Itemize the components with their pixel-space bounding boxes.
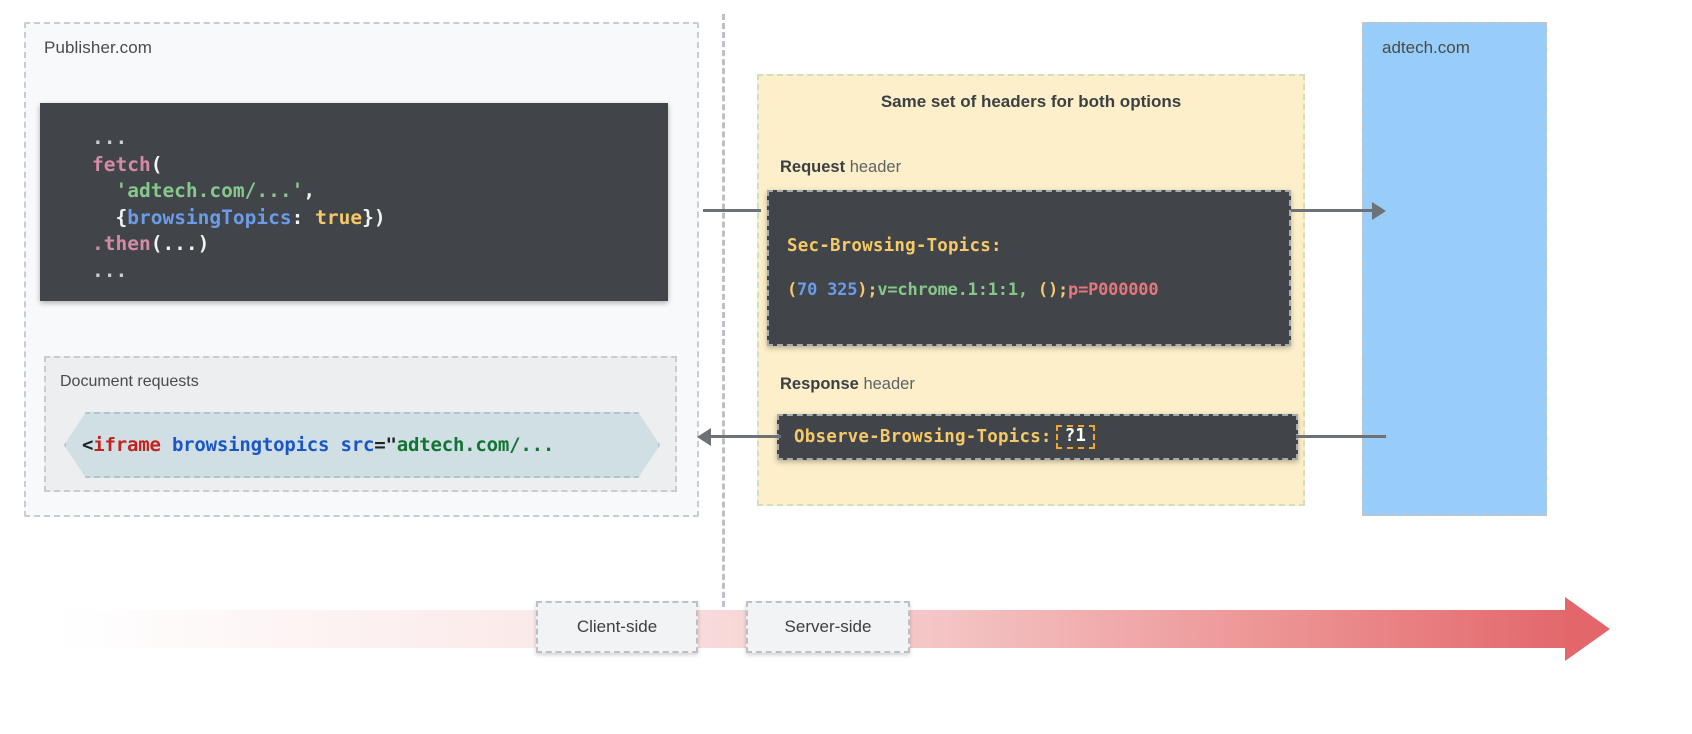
code-comma: , <box>303 179 316 202</box>
iframe-lt: < <box>82 434 94 456</box>
headers-panel-title: Same set of headers for both options <box>880 92 1182 111</box>
iframe-tag: iframe <box>93 434 161 456</box>
value-close-paren: ) <box>857 280 868 300</box>
code-then-keyword: .then <box>92 232 151 255</box>
value-semicolon-1: ; <box>867 280 878 300</box>
iframe-src-attr: src <box>340 434 375 456</box>
value-version: v=chrome.1:1:1, <box>877 280 1028 300</box>
code-option-value: true <box>315 205 363 229</box>
fetch-code-text: ... fetch( 'adtech.com/...', {browsingTo… <box>40 103 668 284</box>
code-fetch-keyword: fetch <box>92 152 151 176</box>
iframe-chip-shape <box>64 412 660 478</box>
response-header-label-bold: Response <box>780 375 859 393</box>
sec-browsing-topics-name: Sec-Browsing-Topics: <box>787 236 1002 256</box>
code-option-key: browsingTopics <box>127 205 292 229</box>
sec-browsing-topics-value: (70 325);v=chrome.1:1:1, ();p=P000000 <box>787 280 1159 300</box>
code-colon: : <box>291 205 304 229</box>
iframe-browsingtopics-attr: browsingtopics <box>171 434 330 456</box>
code-object-open: { <box>115 205 128 229</box>
observe-browsing-topics-line: Observe-Browsing-Topics:?1 <box>794 416 1096 458</box>
arrow-request-header-to-adtech-head-icon <box>1372 202 1386 220</box>
arrow-adtech-to-response-header <box>1296 435 1386 438</box>
value-topic-ids: 70 325 <box>797 280 858 300</box>
server-side-label: Server-side <box>784 617 872 636</box>
code-dots-bottom: ... <box>92 258 128 282</box>
adtech-panel-label: adtech.com <box>1382 38 1470 57</box>
client-side-chip: Client-side <box>536 601 698 653</box>
arrow-publisher-to-request-header <box>703 209 761 212</box>
value-empty-parens: () <box>1027 280 1058 300</box>
code-open-paren: ( <box>150 152 163 176</box>
server-side-chip: Server-side <box>746 601 910 653</box>
arrow-request-header-to-adtech-line <box>1291 209 1381 212</box>
code-dots-top: ... <box>92 126 128 149</box>
adtech-panel <box>1362 22 1547 516</box>
publisher-panel-label: Publisher.com <box>44 38 153 57</box>
request-header-label-rest: header <box>845 158 902 176</box>
request-header-label-bold: Request <box>780 158 846 176</box>
arrow-response-to-publisher-head-icon <box>697 428 711 446</box>
code-then-args: (...) <box>150 232 210 255</box>
request-header-box: Sec-Browsing-Topics: (70 325);v=chrome.1… <box>767 190 1291 346</box>
iframe-eq: =" <box>374 434 397 456</box>
client-side-label: Client-side <box>576 617 658 636</box>
response-header-box: Observe-Browsing-Topics:?1 <box>777 414 1298 460</box>
request-header-label: Request header <box>780 158 901 177</box>
code-url-string: 'adtech.com/...' <box>115 179 304 202</box>
response-header-label: Response header <box>780 375 915 394</box>
observe-browsing-topics-name: Observe-Browsing-Topics: <box>794 427 1052 447</box>
value-open-paren: ( <box>787 280 798 300</box>
iframe-snippet-chip: <iframe browsingtopics src="adtech.com/.… <box>64 412 660 478</box>
timeline-arrow-head-icon <box>1565 597 1610 661</box>
code-object-close: }) <box>362 205 386 229</box>
value-padding: p=P000000 <box>1068 280 1159 300</box>
response-header-label-rest: header <box>858 375 915 393</box>
value-semicolon-2: ; <box>1058 280 1069 300</box>
fetch-code-block: ... fetch( 'adtech.com/...', {browsingTo… <box>40 103 668 301</box>
iframe-src-value: adtech.com/... <box>396 434 555 456</box>
observe-browsing-topics-value: ?1 <box>1055 424 1096 450</box>
document-requests-label: Document requests <box>60 373 199 390</box>
iframe-snippet-text: <iframe browsingtopics src="adtech.com/.… <box>64 412 660 478</box>
client-server-divider <box>722 14 725 634</box>
arrow-response-to-publisher-line <box>711 435 781 438</box>
